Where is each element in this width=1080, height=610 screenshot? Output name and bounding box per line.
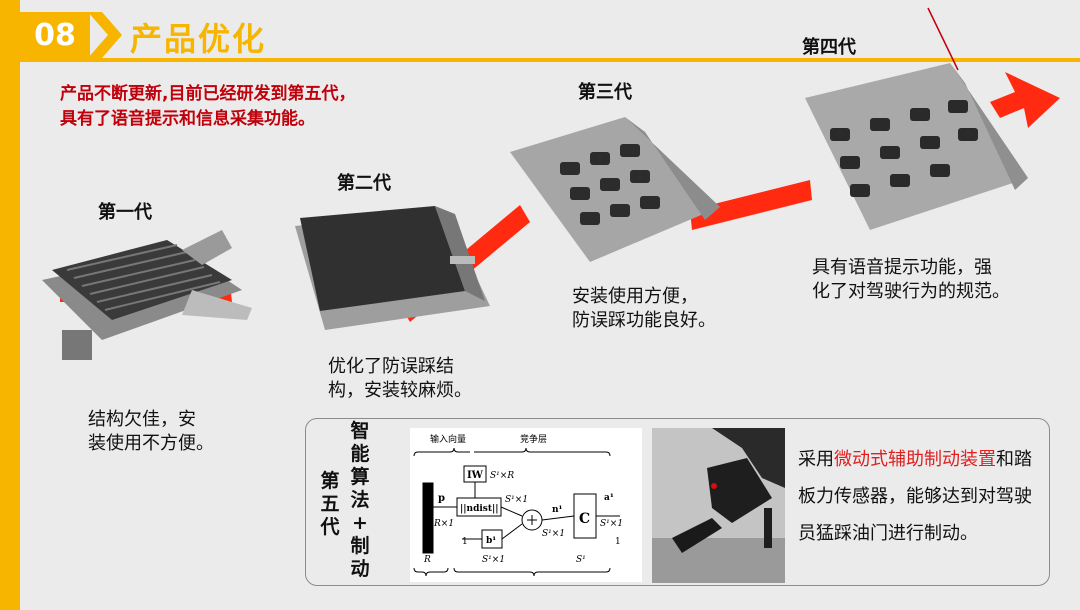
r1-label: R×1 bbox=[433, 519, 454, 529]
label-char: 智 bbox=[350, 420, 370, 442]
left-accent-bar bbox=[0, 0, 20, 610]
label-char: 第 bbox=[320, 470, 340, 492]
gen4-label: 第四代 bbox=[802, 37, 856, 58]
label-char: 能 bbox=[350, 443, 370, 465]
b-label: b¹ bbox=[486, 536, 496, 546]
label-char: 算 bbox=[350, 466, 370, 488]
gen1-label: 第一代 bbox=[98, 202, 152, 223]
r-label: R bbox=[423, 555, 431, 565]
desc-line: 结构欠佳，安 bbox=[88, 409, 196, 430]
gen2-label: 第二代 bbox=[337, 173, 391, 194]
intro-line: 产品不断更新,目前已经研发到第五代， bbox=[60, 84, 356, 104]
a-label: a¹ bbox=[604, 493, 614, 503]
desc-line: 防误踩功能良好。 bbox=[572, 310, 716, 331]
iw-dim: S¹×R bbox=[490, 471, 514, 481]
chevron-right-icon bbox=[88, 12, 122, 58]
gen1-desc: 结构欠佳，安 装使用不方便。 bbox=[88, 408, 214, 456]
label-char: 代 bbox=[320, 516, 340, 538]
c-label: C bbox=[579, 511, 590, 527]
network-diagram-svg: 输入向量 竞争层 IW S¹×R ||ndist|| p R×1 R S¹×1 … bbox=[413, 433, 623, 577]
label-char: 动 bbox=[350, 558, 370, 580]
method-label: 智 能 算 法 + 制 动 bbox=[348, 420, 372, 581]
dim-label: S¹×1 bbox=[542, 529, 565, 539]
desc-line: 构，安装较麻烦。 bbox=[328, 380, 472, 401]
n-label: n¹ bbox=[552, 505, 563, 515]
dim-label: S¹×1 bbox=[505, 495, 528, 505]
cable bbox=[927, 7, 959, 71]
label-char: 五 bbox=[320, 493, 340, 515]
one-label: 1 bbox=[462, 537, 468, 547]
gen3-pedal-image bbox=[510, 117, 720, 262]
desc-line: 优化了防误踩结 bbox=[328, 356, 454, 377]
one-label-2: 1 bbox=[615, 537, 621, 547]
desc-text: 和踏板力传感器，能够达到对驾驶员猛踩油门进行制动。 bbox=[798, 449, 1032, 544]
dim-label: S¹×1 bbox=[600, 519, 623, 529]
gen4-pedal-image bbox=[805, 63, 1028, 230]
desc-text: 采用 bbox=[798, 449, 834, 470]
gen2-desc: 优化了防误踩结 构，安装较麻烦。 bbox=[328, 355, 472, 403]
iw-label: IW bbox=[467, 470, 484, 481]
arrow-segment bbox=[690, 180, 812, 230]
section-title: 产品优化 bbox=[130, 20, 267, 58]
title-underline bbox=[20, 58, 1080, 62]
brake-device-photo bbox=[652, 428, 785, 583]
label-char: 法 bbox=[350, 489, 370, 511]
intro-text: 产品不断更新,目前已经研发到第五代， 具有了语音提示和信息采集功能。 bbox=[60, 82, 460, 132]
ndist-label: ||ndist|| bbox=[460, 504, 499, 514]
desc-line: 化了对驾驶行为的规范。 bbox=[812, 281, 1010, 302]
label-char: + bbox=[352, 512, 368, 534]
gen3-desc: 安装使用方便， 防误踩功能良好。 bbox=[572, 285, 716, 333]
section-number-badge: 08 bbox=[20, 12, 90, 58]
network-diagram: 输入向量 竞争层 IW S¹×R ||ndist|| p R×1 R S¹×1 … bbox=[410, 428, 642, 582]
highlight-text: 微动式辅助制动装置 bbox=[834, 449, 996, 470]
desc-line: 具有语音提示功能，强 bbox=[812, 257, 992, 278]
dim-label: S¹×1 bbox=[482, 555, 505, 565]
p-label: p bbox=[438, 493, 445, 504]
label-char: 制 bbox=[350, 535, 370, 557]
gen4-desc: 具有语音提示功能，强 化了对驾驶行为的规范。 bbox=[812, 256, 1010, 304]
gen1-pedal-image bbox=[42, 230, 252, 360]
fifth-gen-label: 第 五 代 bbox=[318, 470, 342, 539]
brake-device-photo-svg bbox=[652, 428, 785, 583]
desc-line: 装使用不方便。 bbox=[88, 433, 214, 454]
intro-line: 具有了语音提示和信息采集功能。 bbox=[60, 109, 315, 129]
gen2-pedal-image bbox=[295, 206, 490, 330]
layer-label: 竞争层 bbox=[520, 433, 547, 445]
arrow-head bbox=[990, 72, 1060, 128]
s-label: S¹ bbox=[576, 555, 586, 565]
desc-line: 安装使用方便， bbox=[572, 286, 698, 307]
gen3-label: 第三代 bbox=[578, 82, 632, 103]
input-label: 输入向量 bbox=[430, 433, 466, 445]
fifth-gen-description: 采用微动式辅助制动装置和踏板力传感器，能够达到对驾驶员猛踩油门进行制动。 bbox=[798, 441, 1038, 552]
